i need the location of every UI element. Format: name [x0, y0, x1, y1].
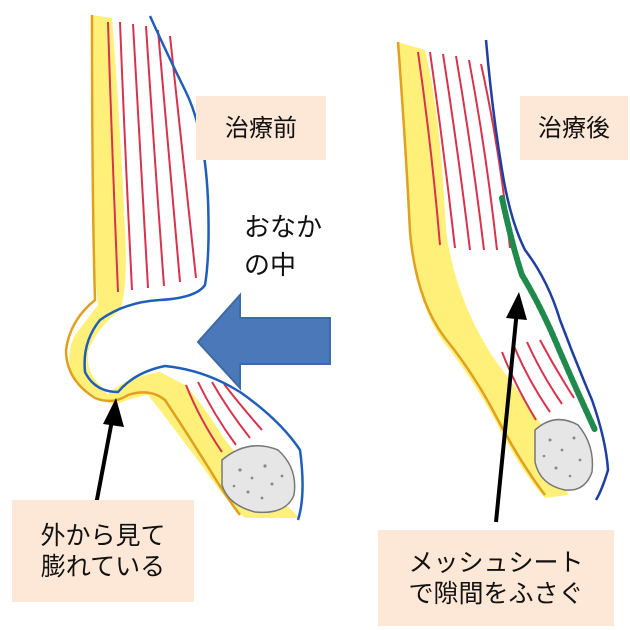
label-bulge-line2: 膨れている [41, 551, 165, 582]
label-bulge: 外から見て 膨れている [12, 500, 194, 602]
pressure-arrow [198, 295, 330, 388]
label-before-text: 治療前 [225, 113, 297, 143]
label-abdomen-line2: の中 [244, 248, 322, 286]
bulge-pointer-shaft [95, 415, 113, 510]
label-abdomen-line1: おなか [244, 210, 322, 248]
bone-before [222, 446, 295, 513]
label-mesh-line1: メッシュシート [408, 547, 583, 578]
label-before: 治療前 [196, 96, 326, 160]
label-after-text: 治療後 [538, 113, 610, 143]
label-mesh-line2: で隙間をふさぐ [408, 578, 583, 609]
label-abdomen: おなか の中 [244, 210, 322, 285]
label-after: 治療後 [520, 96, 628, 160]
label-mesh: メッシュシート で隙間をふさぐ [378, 530, 614, 626]
mesh-pointer-head [506, 292, 527, 320]
label-bulge-line1: 外から見て [40, 520, 165, 551]
